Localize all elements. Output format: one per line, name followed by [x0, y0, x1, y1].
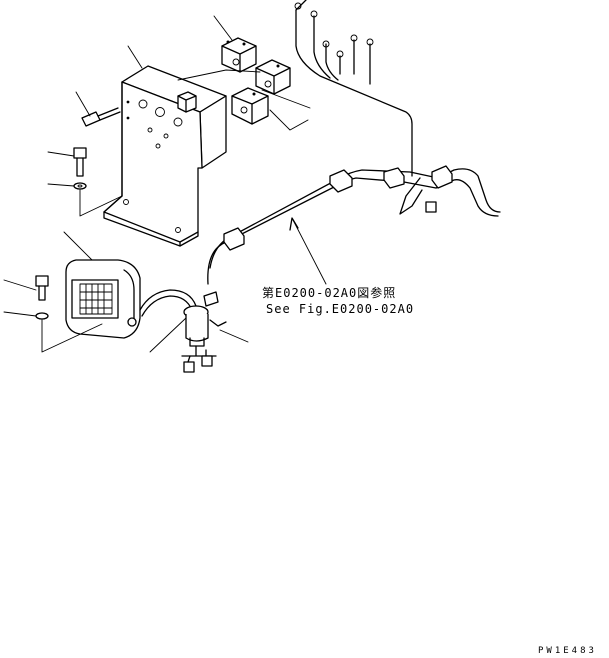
- mounting-bracket: [103, 65, 227, 247]
- bolt-vertical: [73, 147, 87, 190]
- drawing-id: PW1E483: [538, 646, 597, 656]
- leader-lines: [3, 15, 327, 353]
- connector-assembly: [181, 291, 227, 373]
- relay-upper: [221, 37, 257, 73]
- relay-middle: [255, 59, 291, 95]
- lamp-bolt: [35, 275, 49, 320]
- lamp-cable: [139, 289, 197, 317]
- relay-lower: [231, 87, 269, 125]
- wire-harness: [207, 0, 501, 285]
- reference-label-japanese: 第E0200-02A0図参照: [262, 286, 397, 300]
- reference-label-english: See Fig.E0200-02A0: [266, 302, 415, 316]
- working-lamp: [65, 259, 141, 339]
- bolt-side: [81, 107, 121, 127]
